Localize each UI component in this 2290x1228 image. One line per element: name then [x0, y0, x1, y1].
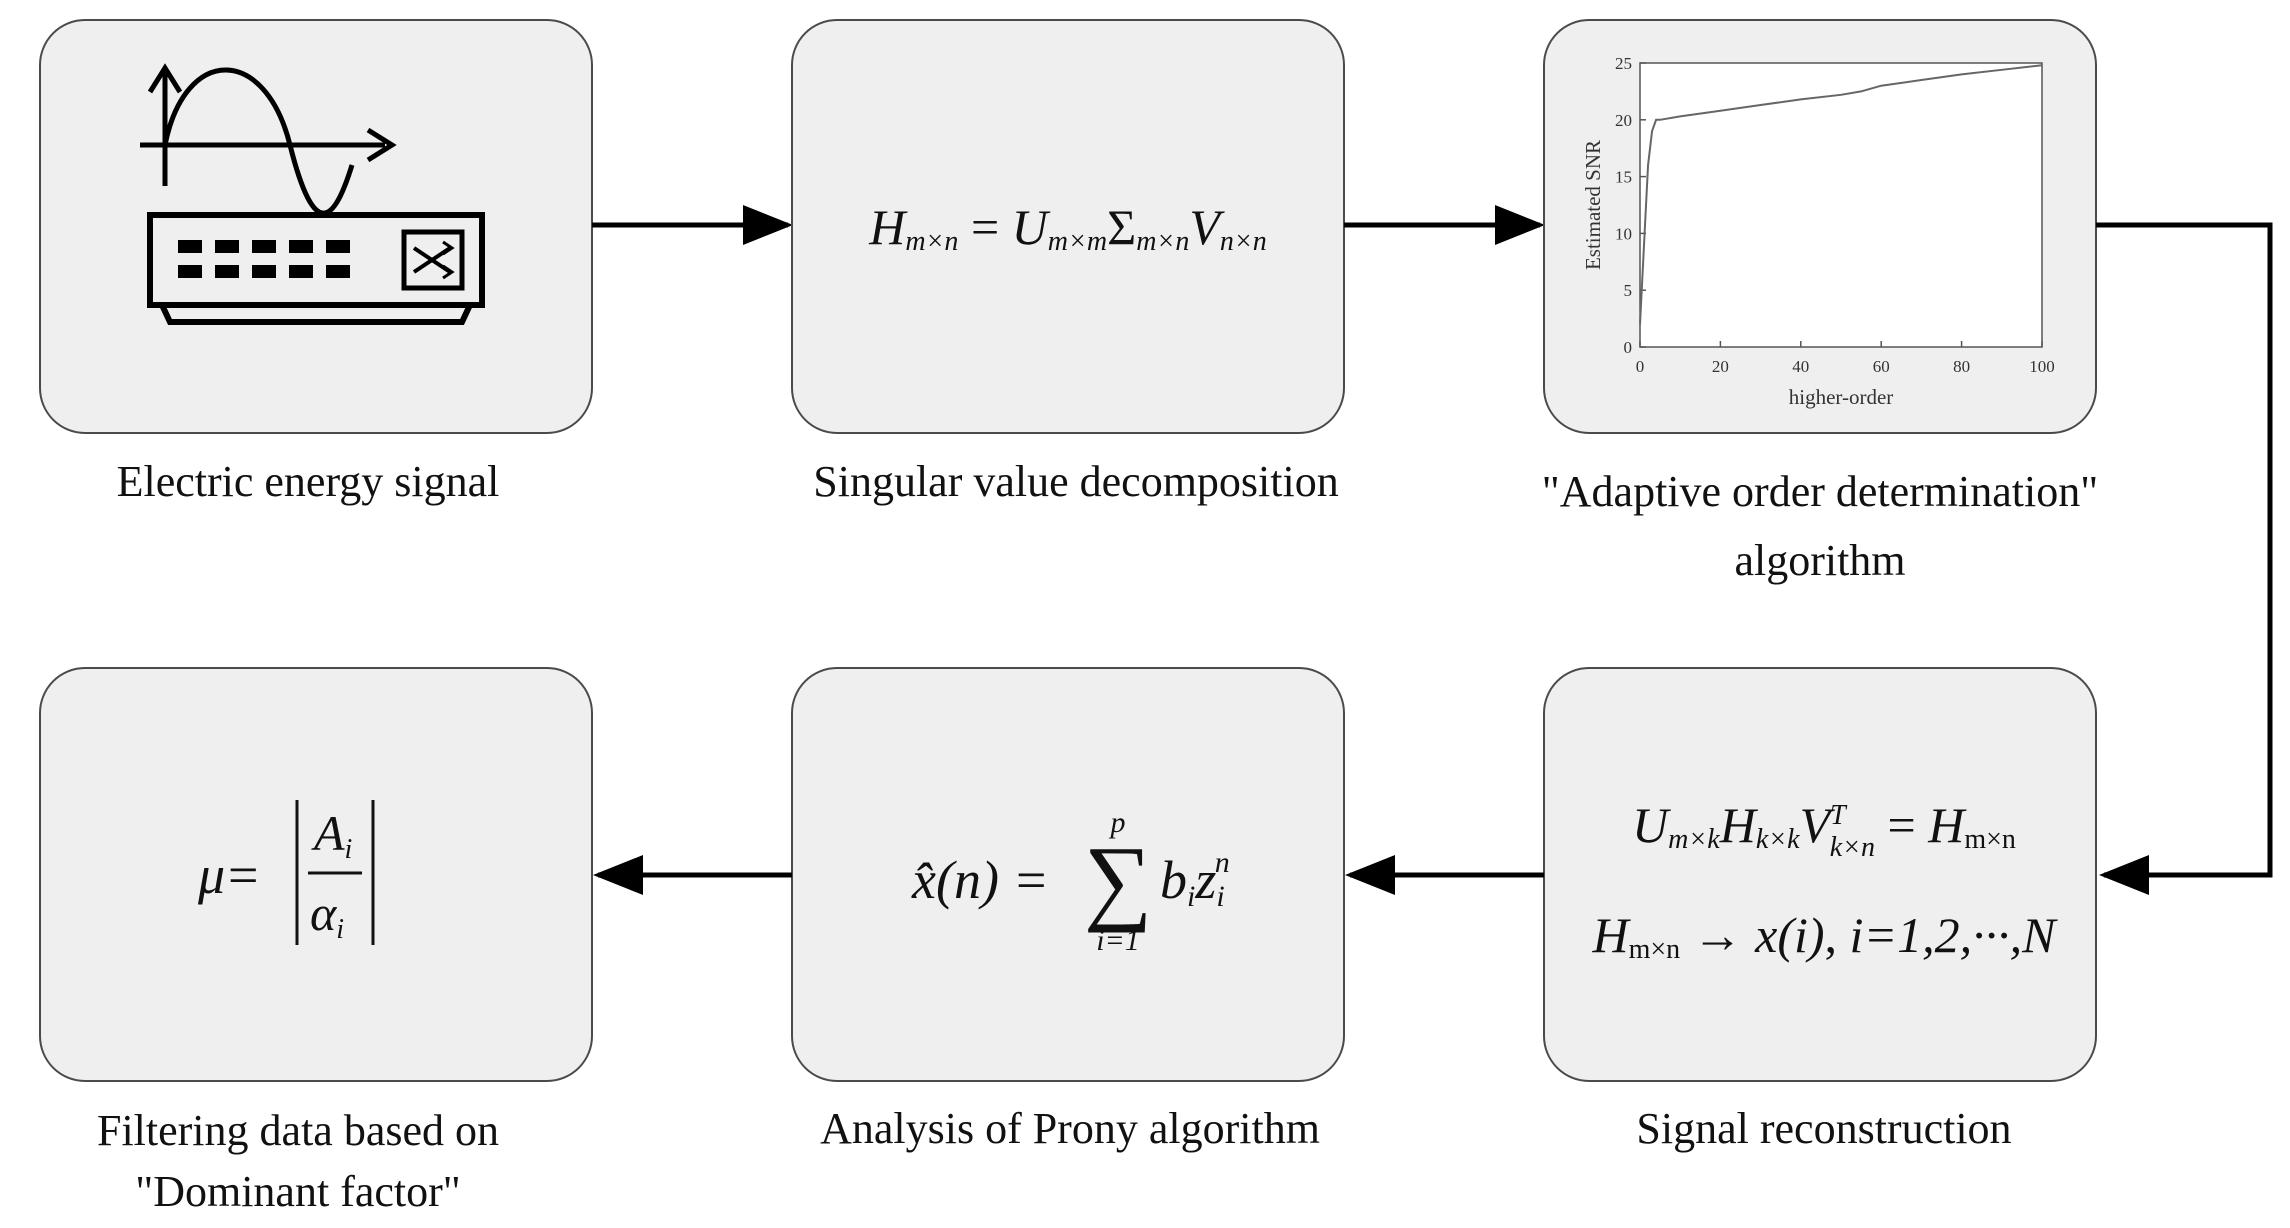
arrow-adaptive-to-reconstruction: [2096, 222, 2273, 895]
formula-prony: x̂(n) = ∑ p i=1 bizin: [911, 806, 1230, 957]
chart-x-tick-label: 100: [2029, 357, 2055, 376]
svg-text:x̂(n): x̂(n): [911, 850, 999, 910]
snr-chart: higher-order Estimated SNR 0 20 40 60 80 100 0…: [1581, 54, 2055, 409]
chart-plot-area: [1639, 62, 2043, 348]
chart-xlabel: higher-order: [1789, 385, 1894, 409]
svg-text:=: =: [1016, 850, 1046, 910]
box-electric-energy-signal: [39, 19, 593, 434]
chart-x-tick-label: 0: [1636, 357, 1645, 376]
caption-svd: Singular value decomposition: [813, 457, 1338, 506]
caption-adaptive-line1: "Adaptive order determination": [1542, 467, 2098, 516]
chart-y-tick-label: 15: [1615, 168, 1632, 187]
svg-text:i=1: i=1: [1096, 924, 1140, 957]
chart-x-tick-label: 80: [1953, 357, 1970, 376]
chart-y-tick-label: 0: [1624, 338, 1633, 357]
caption-filtering-line1: Filtering data based on: [97, 1106, 499, 1155]
svg-text:μ: μ: [197, 845, 225, 905]
svg-text:∑: ∑: [1084, 826, 1152, 933]
formula-reconstruction-2: Hm×n → x(i), i=1,2,···,N: [1591, 907, 2058, 965]
formula-svd: Hm×n = Um×mΣm×nVn×n: [868, 199, 1267, 257]
chart-series-line: [1639, 64, 2043, 325]
caption-signal-reconstruction: Signal reconstruction: [1636, 1104, 2011, 1153]
chart-y-tick-label: 5: [1624, 281, 1633, 300]
svg-text:=: =: [228, 845, 258, 905]
network-switch-icon: [147, 212, 485, 325]
chart-x-tick-label: 20: [1712, 357, 1729, 376]
caption-prony: Analysis of Prony algorithm: [820, 1104, 1320, 1153]
chart-y-tick-label: 20: [1615, 111, 1632, 130]
box-signal-reconstruction: [1543, 667, 2097, 1082]
svg-text:bizin: bizin: [1160, 846, 1230, 913]
caption-adaptive-line2: algorithm: [1734, 536, 1905, 585]
svg-text:Ai: Ai: [311, 805, 352, 865]
chart-x-tick-label: 60: [1873, 357, 1890, 376]
formula-dominant-factor: μ = Ai αi: [197, 800, 375, 945]
box-prony: [791, 667, 1345, 1082]
svg-text:p: p: [1109, 806, 1126, 839]
chart-ylabel: Estimated SNR: [1581, 140, 1605, 270]
chart-x-tick-label: 40: [1792, 357, 1809, 376]
caption-electric-energy-signal: Electric energy signal: [117, 457, 500, 506]
chart-y-tick-label: 10: [1615, 224, 1632, 243]
svg-text:αi: αi: [310, 885, 344, 945]
chart-y-tick-label: 25: [1615, 54, 1632, 73]
caption-filtering-line2: "Dominant factor": [135, 1167, 461, 1216]
sine-wave-icon: [140, 63, 397, 216]
